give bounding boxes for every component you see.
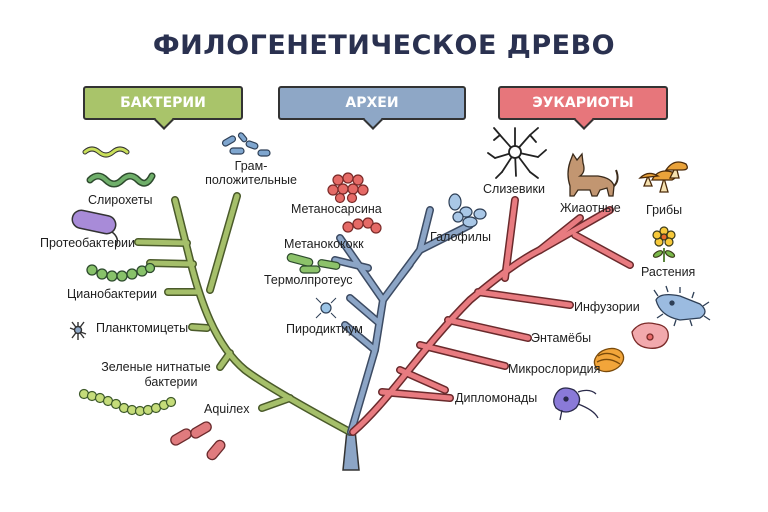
slime-mold-icon bbox=[487, 127, 547, 179]
label-green-filamentous-line1: Зеленые нитнатые bbox=[101, 360, 211, 374]
proteobacterium-icon bbox=[71, 209, 119, 247]
entamoeba-icon bbox=[631, 322, 669, 349]
label-green-filamentous-line2: бактерии bbox=[144, 375, 198, 389]
label-ciliates: Инфузории bbox=[574, 300, 640, 314]
label-entamoebae: Энтамёбы bbox=[531, 331, 592, 345]
page-title: ФИЛОГЕНЕТИЧЕСКОЕ ДРЕВО bbox=[152, 30, 616, 61]
pyrodictium-icon bbox=[315, 297, 337, 319]
cat-icon bbox=[567, 152, 619, 197]
label-pyrodictium: Пиродиктиум bbox=[286, 322, 363, 336]
label-plants: Растения bbox=[641, 265, 696, 279]
halophile-icon bbox=[448, 193, 487, 228]
planctomycete-icon bbox=[69, 321, 87, 340]
microsporidium-icon bbox=[593, 347, 625, 373]
label-microsporidia: Микрослоридия bbox=[508, 362, 601, 376]
green-filament-icon bbox=[78, 388, 177, 417]
ciliate-icon bbox=[653, 285, 711, 327]
label-slime-molds: Слизевики bbox=[483, 182, 545, 196]
archaea-header: АРХЕИ bbox=[278, 86, 466, 130]
methanosarcina-icon bbox=[327, 172, 369, 204]
label-halophiles: Галофилы bbox=[430, 230, 491, 244]
label-thermoproteus: Термолпротеус bbox=[264, 273, 353, 287]
archaea-branches bbox=[331, 206, 474, 436]
eukaryotes-header-label: ЭУКАРИОТЫ bbox=[532, 95, 634, 111]
label-aquifex: Aquiлex bbox=[204, 402, 250, 416]
eukaryotes-header: ЭУКАРИОТЫ bbox=[498, 86, 668, 130]
label-gram-positive-line1: Грам- bbox=[234, 159, 268, 173]
label-spirochetes: Слирохеты bbox=[88, 193, 153, 207]
thermoproteus-icon bbox=[286, 253, 341, 274]
label-animals: Жиаотные bbox=[560, 201, 621, 215]
archaea-header-label: АРХЕИ bbox=[345, 95, 399, 111]
gram-positive-icon bbox=[221, 132, 271, 157]
label-cyanobacteria: Цианобактерии bbox=[67, 287, 157, 301]
eukaryote-branches bbox=[349, 196, 634, 436]
label-fungi: Грибы bbox=[646, 203, 683, 217]
bacteria-branches bbox=[134, 192, 354, 436]
spirochete-icon bbox=[82, 146, 156, 188]
mushroom-icon bbox=[638, 161, 688, 193]
cyanobacterium-icon bbox=[86, 262, 156, 282]
label-diplomonads: Дипломонады bbox=[455, 391, 538, 405]
flower-icon bbox=[652, 226, 676, 262]
label-planctomycetes: Планктомицеты bbox=[96, 321, 189, 335]
label-proteobacteria: Протеобактерии bbox=[40, 236, 135, 250]
label-gram-positive-line2: положительные bbox=[205, 173, 297, 187]
label-methanosarcina: Метаносарсина bbox=[291, 202, 382, 216]
diplomonad-icon bbox=[553, 387, 599, 421]
aquifex-icon bbox=[170, 421, 226, 461]
bacteria-header-label: БАКТЕРИИ bbox=[120, 95, 206, 111]
methanococcus-icon bbox=[342, 217, 382, 234]
label-methanococcus: Метанокококк bbox=[284, 237, 364, 251]
bacteria-header: БАКТЕРИИ bbox=[83, 86, 243, 130]
